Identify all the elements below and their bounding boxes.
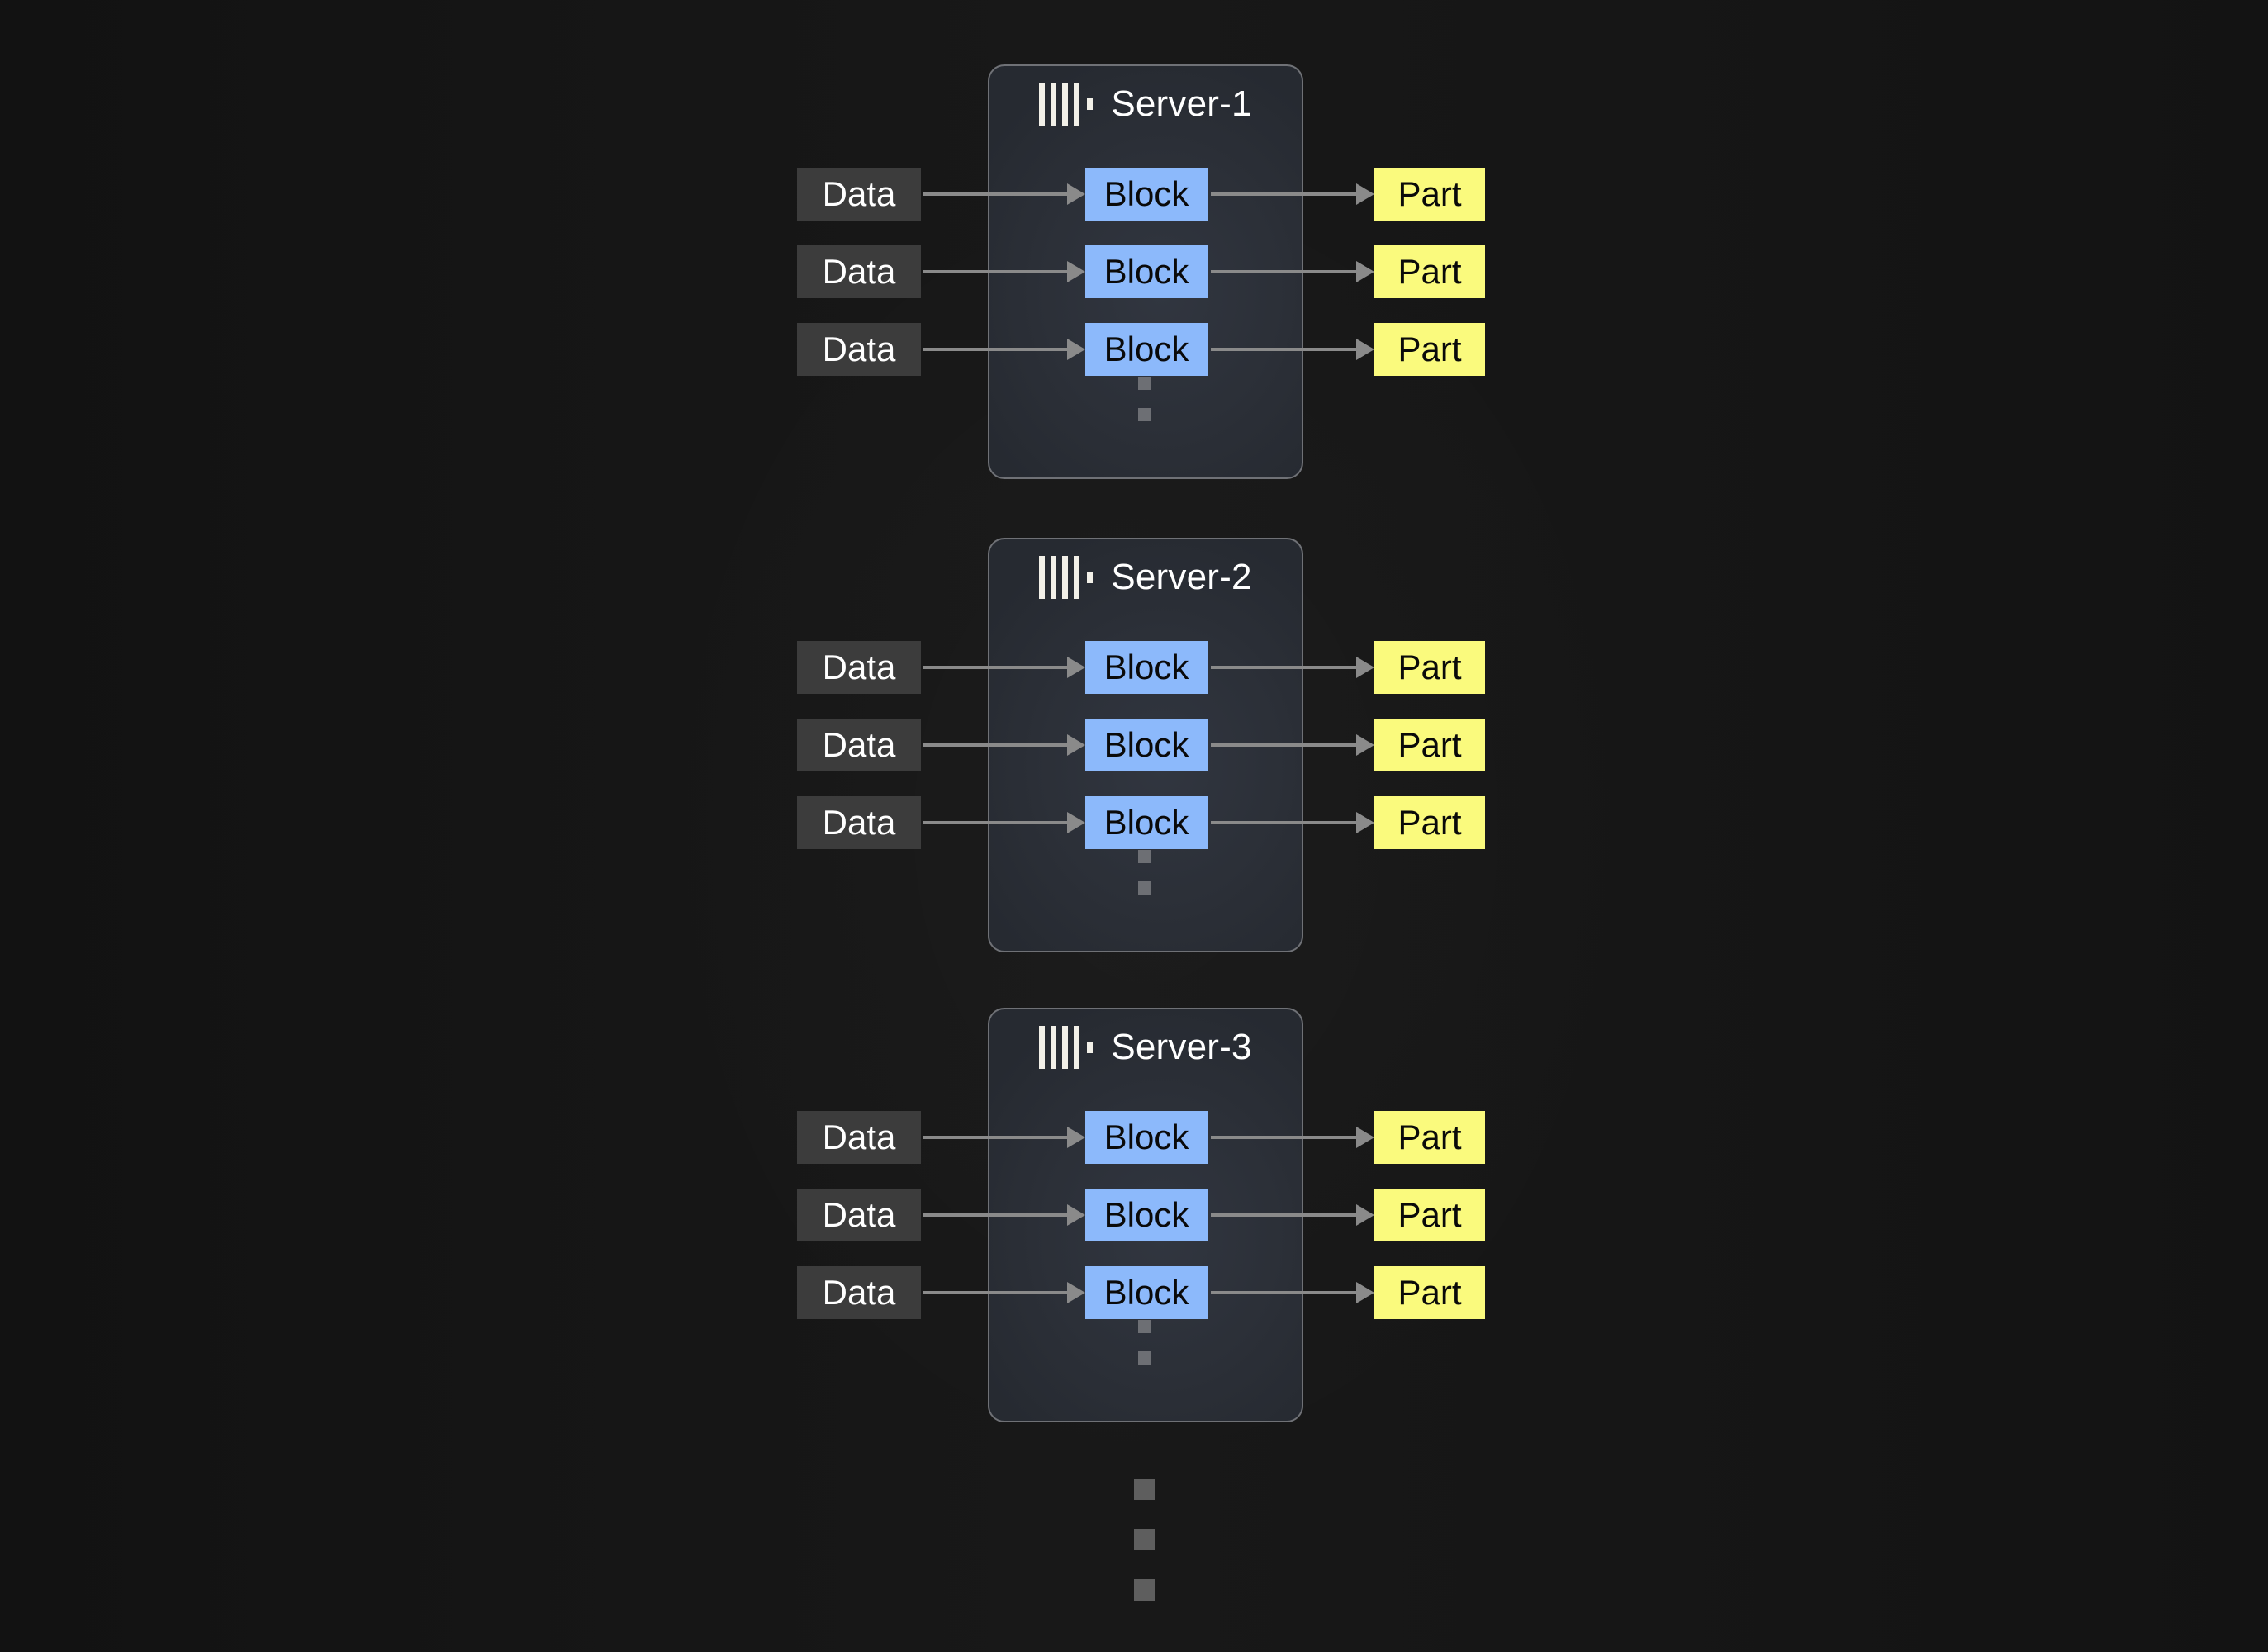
arrow-head <box>1356 1127 1374 1148</box>
arrow-shaft <box>1211 743 1358 747</box>
arrow-head <box>1067 1127 1085 1148</box>
arrow-head <box>1067 734 1085 756</box>
server-rack-icon <box>1039 1026 1094 1069</box>
arrow-head <box>1356 1282 1374 1303</box>
arrow-shaft <box>923 270 1069 273</box>
server-header: Server-1 <box>989 83 1302 126</box>
arrow-shaft <box>1211 1136 1358 1139</box>
data-node[interactable]: Data <box>797 1266 921 1319</box>
arrow-shaft <box>1211 348 1358 351</box>
server-title: Server-3 <box>1111 1027 1252 1067</box>
part-node[interactable]: Part <box>1374 1111 1485 1164</box>
data-node[interactable]: Data <box>797 641 921 694</box>
data-node[interactable]: Data <box>797 245 921 298</box>
data-node[interactable]: Data <box>797 168 921 221</box>
part-node[interactable]: Part <box>1374 1266 1485 1319</box>
arrow-data-to-block <box>923 339 1085 360</box>
arrow-shaft <box>1211 1213 1358 1217</box>
arrow-shaft <box>923 1213 1069 1217</box>
arrow-head <box>1356 339 1374 360</box>
part-node[interactable]: Part <box>1374 323 1485 376</box>
server-title: Server-1 <box>1111 83 1252 124</box>
block-node[interactable]: Block <box>1085 1189 1208 1241</box>
part-node[interactable]: Part <box>1374 796 1485 849</box>
block-node[interactable]: Block <box>1085 796 1208 849</box>
server-rack-icon <box>1039 556 1094 599</box>
arrow-shaft <box>1211 270 1358 273</box>
arrow-head <box>1356 812 1374 833</box>
servers-ellipsis <box>1134 1479 1155 1630</box>
arrow-block-to-part <box>1211 734 1374 756</box>
data-node[interactable]: Data <box>797 1189 921 1241</box>
arrow-block-to-part <box>1211 657 1374 678</box>
part-node[interactable]: Part <box>1374 641 1485 694</box>
arrow-head <box>1067 1282 1085 1303</box>
arrow-head <box>1356 1204 1374 1226</box>
arrow-head <box>1067 339 1085 360</box>
arrow-data-to-block <box>923 1127 1085 1148</box>
arrow-data-to-block <box>923 1282 1085 1303</box>
arrow-data-to-block <box>923 183 1085 205</box>
arrow-shaft <box>923 1136 1069 1139</box>
arrow-shaft <box>923 348 1069 351</box>
arrow-head <box>1067 1204 1085 1226</box>
arrow-data-to-block <box>923 261 1085 282</box>
arrow-head <box>1067 657 1085 678</box>
server-title: Server-2 <box>1111 557 1252 597</box>
arrow-shaft <box>923 666 1069 669</box>
arrow-head <box>1067 812 1085 833</box>
block-node[interactable]: Block <box>1085 641 1208 694</box>
arrow-shaft <box>1211 1291 1358 1294</box>
data-node[interactable]: Data <box>797 719 921 771</box>
block-node[interactable]: Block <box>1085 719 1208 771</box>
part-node[interactable]: Part <box>1374 245 1485 298</box>
arrow-block-to-part <box>1211 183 1374 205</box>
arrow-head <box>1067 261 1085 282</box>
arrow-shaft <box>923 821 1069 824</box>
arrow-block-to-part <box>1211 1127 1374 1148</box>
arrow-block-to-part <box>1211 261 1374 282</box>
server-header: Server-3 <box>989 1026 1302 1069</box>
data-node[interactable]: Data <box>797 323 921 376</box>
arrow-block-to-part <box>1211 339 1374 360</box>
arrow-data-to-block <box>923 734 1085 756</box>
arrow-head <box>1356 261 1374 282</box>
arrow-block-to-part <box>1211 1282 1374 1303</box>
block-node[interactable]: Block <box>1085 323 1208 376</box>
arrow-data-to-block <box>923 657 1085 678</box>
part-node[interactable]: Part <box>1374 719 1485 771</box>
arrow-head <box>1067 183 1085 205</box>
arrow-head <box>1356 183 1374 205</box>
arrow-shaft <box>923 743 1069 747</box>
arrow-head <box>1356 657 1374 678</box>
block-node[interactable]: Block <box>1085 1266 1208 1319</box>
arrow-block-to-part <box>1211 812 1374 833</box>
data-node[interactable]: Data <box>797 796 921 849</box>
arrow-data-to-block <box>923 1204 1085 1226</box>
arrow-head <box>1356 734 1374 756</box>
arrow-data-to-block <box>923 812 1085 833</box>
arrow-shaft <box>1211 666 1358 669</box>
server-rack-icon <box>1039 83 1094 126</box>
arrow-shaft <box>1211 821 1358 824</box>
block-node[interactable]: Block <box>1085 168 1208 221</box>
part-node[interactable]: Part <box>1374 168 1485 221</box>
data-node[interactable]: Data <box>797 1111 921 1164</box>
arrow-shaft <box>923 1291 1069 1294</box>
block-node[interactable]: Block <box>1085 1111 1208 1164</box>
arrow-shaft <box>923 192 1069 196</box>
block-node[interactable]: Block <box>1085 245 1208 298</box>
part-node[interactable]: Part <box>1374 1189 1485 1241</box>
arrow-block-to-part <box>1211 1204 1374 1226</box>
server-header: Server-2 <box>989 556 1302 599</box>
arrow-shaft <box>1211 192 1358 196</box>
